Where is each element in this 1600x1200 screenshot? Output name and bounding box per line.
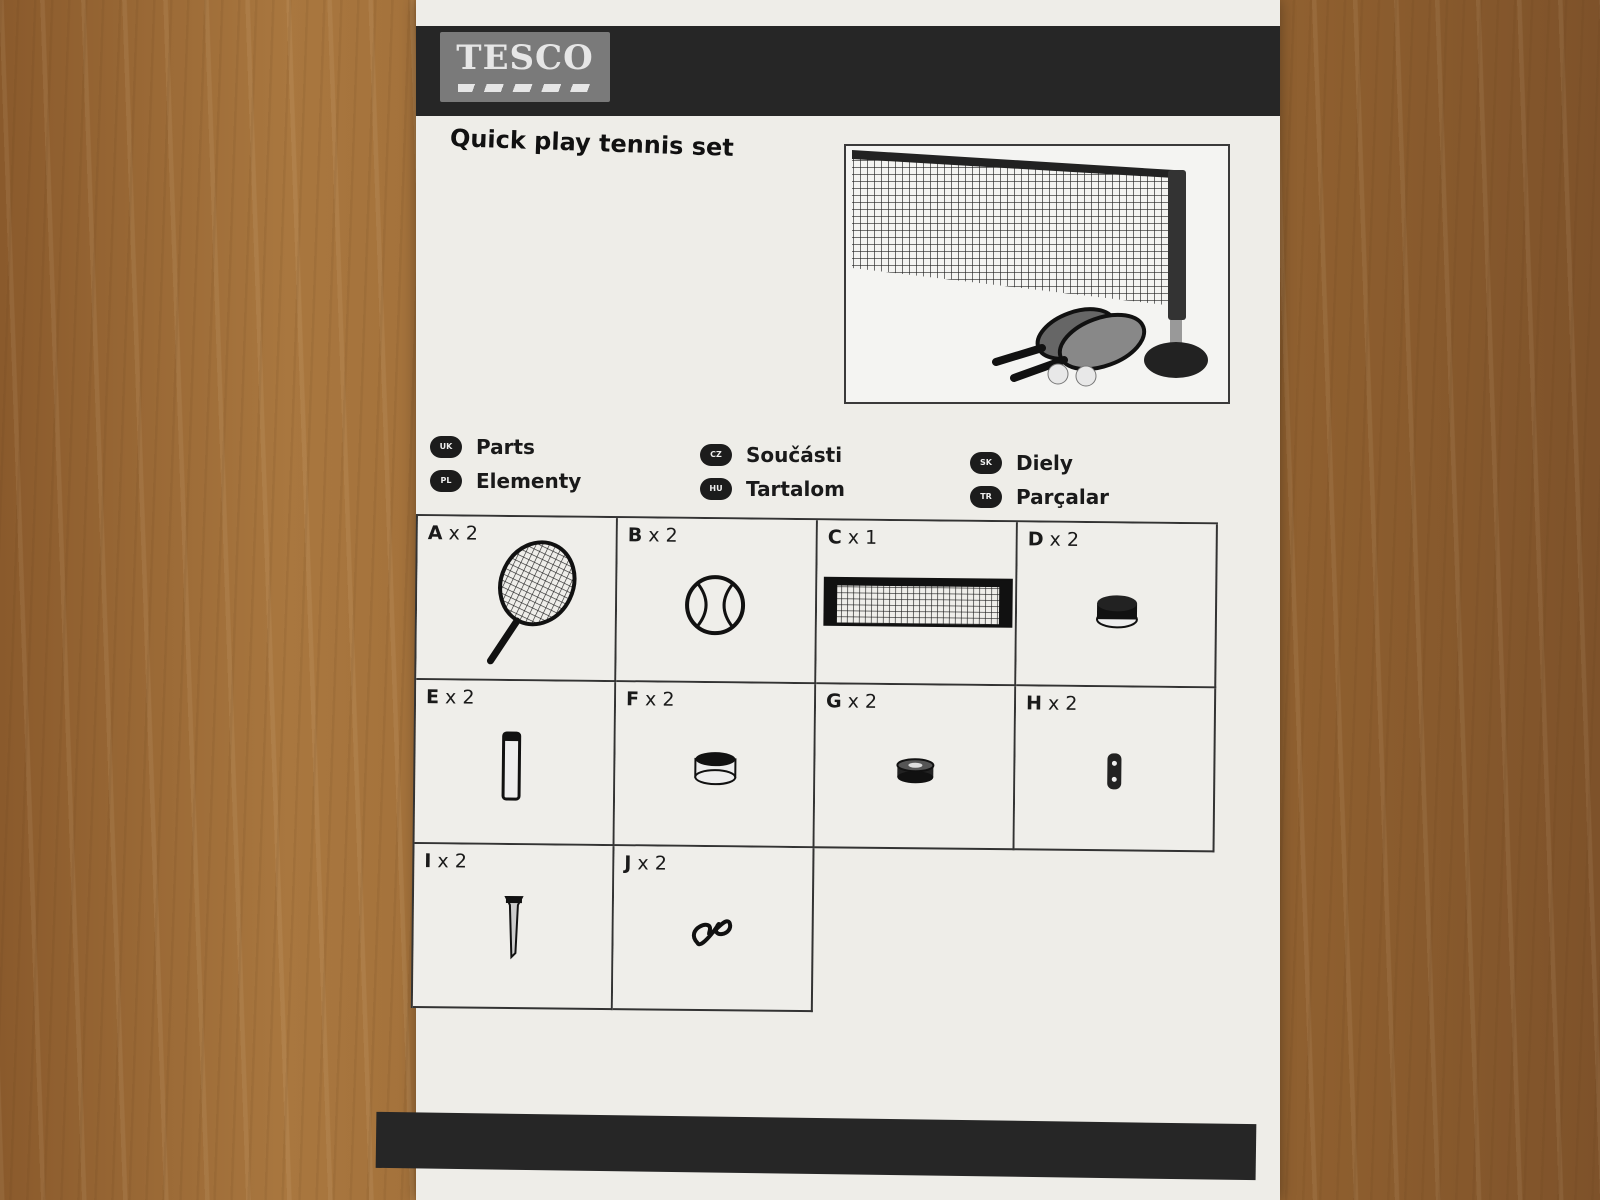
legend-column-3: SK Diely TR Parçalar <box>970 446 1109 514</box>
legend-item-pl: PL Elementy <box>430 464 581 498</box>
base-icon <box>1095 595 1138 629</box>
tennis-set-illustration-icon <box>852 150 1208 387</box>
legend-label: Součásti <box>746 443 843 467</box>
parts-grid: A x 2 B x 2 C x 1 <box>410 514 1218 1017</box>
header-band: TESCO <box>416 26 1280 116</box>
legend-item-sk: SK Diely <box>970 446 1109 480</box>
flag-badge-pl: PL <box>430 470 462 492</box>
cap-icon <box>694 752 737 786</box>
logo-text: TESCO <box>456 38 594 78</box>
legend-item-uk: UK Parts <box>430 430 581 464</box>
part-cell-i: I x 2 <box>412 844 615 1011</box>
part-cell-b: B x 2 <box>616 518 818 685</box>
part-cell-f: F x 2 <box>614 682 817 849</box>
page-title: Quick play tennis set <box>449 124 735 162</box>
legend-label: Diely <box>1016 451 1073 475</box>
empty-cell <box>813 848 1015 1014</box>
ball-icon <box>685 575 746 636</box>
flag-badge-sk: SK <box>970 452 1002 474</box>
instruction-sheet: TESCO Quick play tennis set <box>375 0 1280 1200</box>
part-cell-d: D x 2 <box>1016 522 1218 689</box>
flag-badge-cz: CZ <box>700 444 732 466</box>
legend-item-cz: CZ Součásti <box>700 438 845 472</box>
part-cell-g: G x 2 <box>814 684 1017 851</box>
part-cell-j: J x 2 <box>612 846 815 1013</box>
flag-badge-tr: TR <box>970 486 1002 508</box>
legend-label: Parçalar <box>1016 485 1110 509</box>
legend-label: Tartalom <box>746 477 845 501</box>
net-icon <box>823 576 1013 628</box>
ring-icon <box>896 758 935 784</box>
part-cell-h: H x 2 <box>1014 686 1217 853</box>
part-cell-e: E x 2 <box>414 680 617 847</box>
empty-cell <box>1013 850 1215 1016</box>
legend-column-1: UK Parts PL Elementy <box>430 430 581 498</box>
racket-icon <box>486 540 577 665</box>
clip-icon <box>1107 753 1122 790</box>
product-illustration <box>844 144 1230 404</box>
part-cell-c: C x 1 <box>816 520 1018 687</box>
flag-badge-uk: UK <box>430 436 462 458</box>
pole-icon <box>501 731 522 801</box>
flag-badge-hu: HU <box>700 478 732 500</box>
legend-label: Elementy <box>476 469 582 493</box>
footer-band <box>375 1111 1257 1181</box>
legend-column-2: CZ Součásti HU Tartalom <box>700 438 845 506</box>
cord-icon <box>691 919 732 947</box>
legend-label: Parts <box>476 435 535 459</box>
legend-item-hu: HU Tartalom <box>700 472 845 506</box>
brand-logo: TESCO <box>440 32 610 102</box>
logo-stripes <box>458 84 592 92</box>
legend-item-tr: TR Parçalar <box>970 480 1109 514</box>
peg-icon <box>504 895 524 960</box>
part-cell-a: A x 2 <box>416 516 618 683</box>
